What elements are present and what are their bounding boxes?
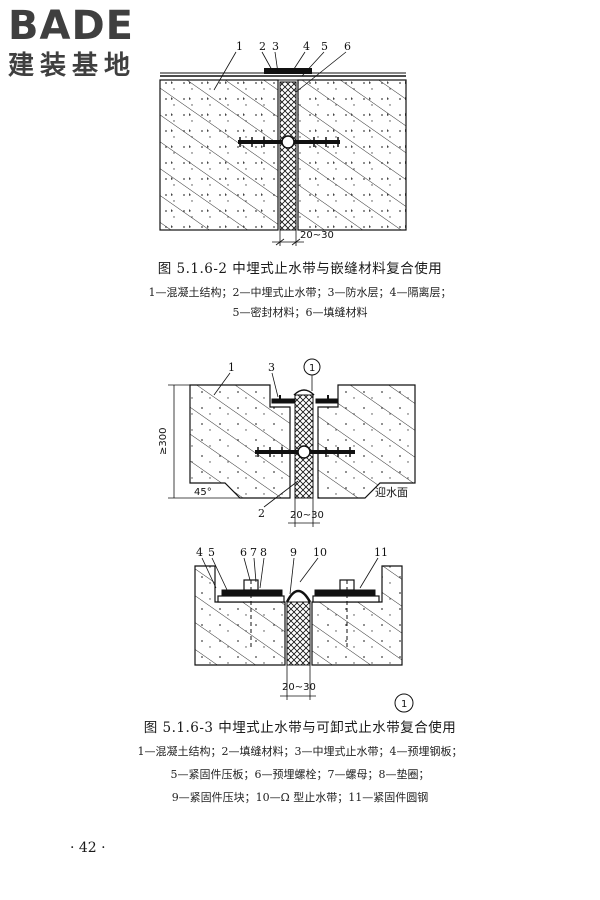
logo-subtitle: 建装基地 xyxy=(8,51,137,81)
concrete-right xyxy=(297,79,407,231)
waterstop xyxy=(238,135,340,149)
dimension-line xyxy=(272,230,304,246)
callout-leaders xyxy=(213,51,347,93)
fastener-assembly xyxy=(217,579,380,650)
callout-4: 4 xyxy=(303,40,310,53)
concrete-left xyxy=(189,384,291,499)
height-dimension xyxy=(168,384,240,499)
figure3-legend-line-1: 1—混凝土结构；2—填缝材料；3—中埋式止水带；4—预埋钢板； xyxy=(137,745,463,758)
callout-leaders xyxy=(213,372,299,508)
figure-5-1-6-2: 1 2 3 4 5 6 20~30 xyxy=(159,40,407,246)
callout-6: 6 xyxy=(344,40,351,53)
callout-3: 3 xyxy=(268,361,275,374)
logo-brand-text: BADE xyxy=(8,3,134,49)
figure-5-1-6-3: 4 5 6 7 8 9 10 11 20~30 1 xyxy=(194,546,414,713)
callout-8: 8 xyxy=(260,546,267,559)
callout-leaders xyxy=(201,557,379,595)
dimension-label: 20~30 xyxy=(290,510,324,521)
callout-5: 5 xyxy=(208,546,215,559)
top-layers xyxy=(160,68,406,81)
joint-filler xyxy=(286,601,311,666)
callout-2: 2 xyxy=(258,507,265,520)
figure1-legend-line-2: 5—密封材料；6—填缝材料 xyxy=(232,306,368,319)
top-plates xyxy=(271,389,339,404)
page-number: · 42 · xyxy=(70,840,106,856)
dimension-line xyxy=(288,498,320,527)
figure1-caption: 图 5.1.6-2 中埋式止水带与嵌缝材料复合使用 xyxy=(157,261,443,277)
figure3-caption: 图 5.1.6-3 中埋式止水带与可卸式止水带复合使用 xyxy=(143,720,457,736)
brand-logo: BADE 建装基地 xyxy=(8,4,178,82)
figure3-legend-line-3: 9—紧固件压块；10—Ω 型止水带；11—紧固件圆钢 xyxy=(171,791,429,804)
callout-1: 1 xyxy=(228,361,235,374)
face-label: 迎水面 xyxy=(375,486,408,499)
dimension-label: 20~30 xyxy=(282,682,316,693)
callout-7: 7 xyxy=(250,546,257,559)
height-label: ≥300 xyxy=(158,428,169,455)
concrete-right xyxy=(311,565,403,666)
callout-5: 5 xyxy=(321,40,328,53)
callout-3: 3 xyxy=(272,40,279,53)
callout-6: 6 xyxy=(240,546,247,559)
angle-label: 45° xyxy=(194,487,212,498)
callout-10: 10 xyxy=(313,546,327,559)
concrete-left xyxy=(159,79,279,231)
joint-filler xyxy=(279,81,297,231)
callout-4: 4 xyxy=(196,546,203,559)
circle-label: 1 xyxy=(401,699,407,710)
callout-11: 11 xyxy=(374,546,388,559)
callout-2: 2 xyxy=(259,40,266,53)
figure1-legend-line-1: 1—混凝土结构；2—中埋式止水带；3—防水层；4—隔离层； xyxy=(148,286,452,299)
omega-waterstop xyxy=(285,589,312,603)
figure3-legend-line-2: 5—紧固件压板；6—预埋螺栓；7—螺母；8—垫圈； xyxy=(170,768,430,781)
callout-1: 1 xyxy=(236,40,243,53)
waterstop xyxy=(255,445,355,459)
callout-9: 9 xyxy=(290,546,297,559)
figure-2-pit-detail: ≥300 45° 迎水面 1 1 3 2 20~30 xyxy=(158,358,416,527)
circle-label: 1 xyxy=(309,363,315,374)
dimension-line xyxy=(280,665,316,700)
concrete-left xyxy=(194,565,286,666)
dimension-label: 20~30 xyxy=(300,230,334,241)
